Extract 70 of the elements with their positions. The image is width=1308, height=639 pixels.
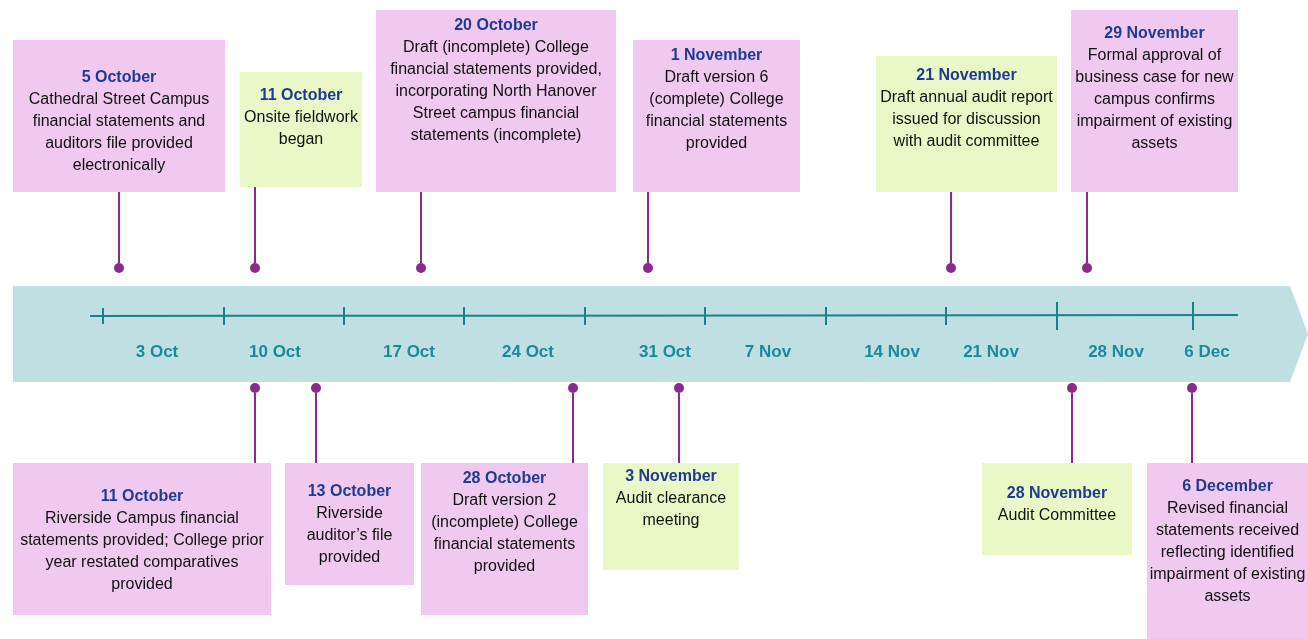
event-box (285, 463, 414, 585)
timeline-dot (1187, 383, 1197, 393)
leader-line (315, 392, 317, 464)
timeline-dot (674, 383, 684, 393)
event-description: Draft annual audit report issued for discussion with audit committee (879, 87, 1054, 151)
event-date: 11 October (99, 486, 185, 506)
event-description: Formal approval of business case for new campus confirms impairment of existing assets (1074, 45, 1235, 153)
leader-line (254, 392, 256, 464)
date-label: 21 Nov (963, 342, 1019, 362)
date-label: 17 Oct (383, 342, 435, 362)
leader-line (572, 392, 574, 464)
leader-line (1191, 392, 1193, 464)
event-description: Draft (incomplete) College financial statements provided, incorporating North Hanover Street campus financial statements (incomplete) (389, 37, 603, 145)
timeline-dot (250, 263, 260, 273)
event-description: Onsite fieldwork began (243, 107, 359, 149)
event-date: 13 October (306, 481, 393, 501)
event-description: Riverside Campus financial statements provided; College prior year restated comparatives provided (19, 508, 265, 594)
date-label: 31 Oct (639, 342, 691, 362)
event-date: 21 November (915, 65, 1018, 85)
date-label: 6 Dec (1184, 342, 1230, 362)
leader-line (950, 191, 952, 264)
event-date: 5 October (80, 67, 158, 87)
event-date: 29 November (1103, 23, 1206, 43)
timeline-dot (1082, 263, 1092, 273)
leader-line (1071, 392, 1073, 464)
event-description: Revised financial statements received reflecting identified impairment of existing assets (1149, 498, 1306, 606)
timeline-dot (643, 263, 653, 273)
event-date: 28 October (461, 468, 548, 488)
date-label: 24 Oct (502, 342, 554, 362)
leader-line (420, 191, 422, 264)
date-label: 28 Nov (1088, 342, 1144, 362)
event-date: 28 November (1005, 483, 1109, 503)
date-label: 10 Oct (249, 342, 301, 362)
timeline-dot (568, 383, 578, 393)
leader-line (1086, 191, 1088, 264)
timeline-dot (114, 263, 124, 273)
event-box (633, 40, 800, 192)
event-description: Riverside auditor’s file provided (305, 503, 394, 567)
event-box (421, 463, 588, 615)
leader-line (647, 191, 649, 264)
event-date: 20 October (453, 15, 539, 35)
timeline-dot (1067, 383, 1077, 393)
event-description: Audit clearance meeting (614, 488, 728, 530)
event-box (982, 463, 1132, 555)
event-date: 3 November (624, 466, 718, 486)
event-box (1147, 463, 1308, 639)
leader-line (678, 392, 680, 464)
event-box (376, 10, 616, 192)
event-date: 1 November (669, 45, 764, 65)
event-description: Cathedral Street Campus financial statements and auditors file provided electronically (27, 89, 211, 175)
event-description: Draft version 6 (complete) College financial statements provided (644, 67, 789, 153)
event-box (240, 72, 362, 187)
date-label: 7 Nov (744, 342, 792, 362)
timeline-dot (250, 383, 260, 393)
event-date: 11 October (258, 85, 344, 105)
event-box (13, 463, 271, 615)
timeline-dot (416, 263, 426, 273)
leader-line (118, 191, 120, 264)
event-box (603, 463, 739, 570)
leader-line (254, 186, 256, 264)
event-box (13, 40, 225, 192)
event-box (876, 56, 1057, 192)
date-label: 3 Oct (135, 342, 179, 362)
event-description: Audit Committee (996, 505, 1118, 525)
timeline-dot (946, 263, 956, 273)
timeline-dot (311, 383, 321, 393)
event-date: 6 December (1181, 476, 1274, 496)
event-box (1071, 10, 1238, 192)
event-description: Draft version 2 (incomplete) College financial statements provided (430, 490, 579, 576)
date-label: 14 Nov (864, 342, 920, 362)
